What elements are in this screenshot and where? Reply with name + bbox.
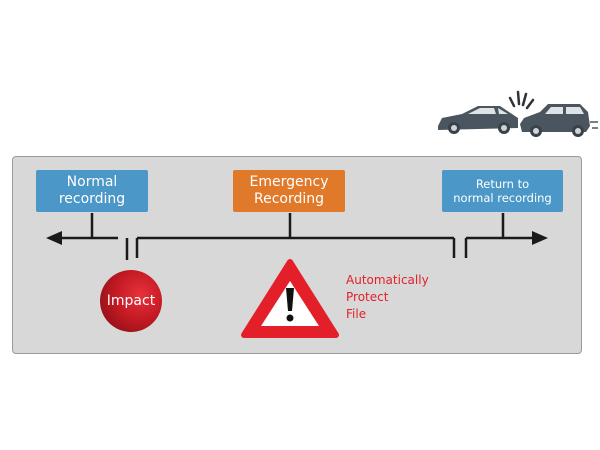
- right-arrowhead-icon: [532, 231, 548, 245]
- protect-line3: File: [346, 307, 367, 321]
- protect-line2: Protect: [346, 290, 389, 304]
- protect-file-note: Automatically Protect File: [346, 272, 429, 323]
- sedan-car-icon: [438, 106, 518, 134]
- normal-recording-line2: recording: [58, 191, 126, 207]
- impact-burst-icon: [508, 90, 535, 110]
- return-recording-line2: normal recording: [453, 191, 552, 205]
- normal-recording-box: Normal recording: [36, 170, 148, 212]
- left-arrowhead-icon: [46, 231, 62, 245]
- return-normal-recording-box: Return to normal recording: [442, 170, 563, 212]
- impact-label: Impact: [106, 293, 156, 309]
- emergency-recording-line2: Recording: [253, 191, 325, 207]
- normal-recording-line1: Normal: [66, 173, 118, 190]
- protect-line1: Automatically: [346, 273, 429, 287]
- warning-triangle-icon: [241, 259, 339, 338]
- impact-circle: Impact: [100, 270, 162, 332]
- emergency-recording-line1: Emergency: [249, 173, 329, 190]
- motion-lines-icon: [590, 121, 598, 129]
- return-recording-line1: Return to: [475, 176, 530, 191]
- suv-car-icon: [520, 104, 590, 137]
- emergency-recording-box: Emergency Recording: [233, 170, 345, 212]
